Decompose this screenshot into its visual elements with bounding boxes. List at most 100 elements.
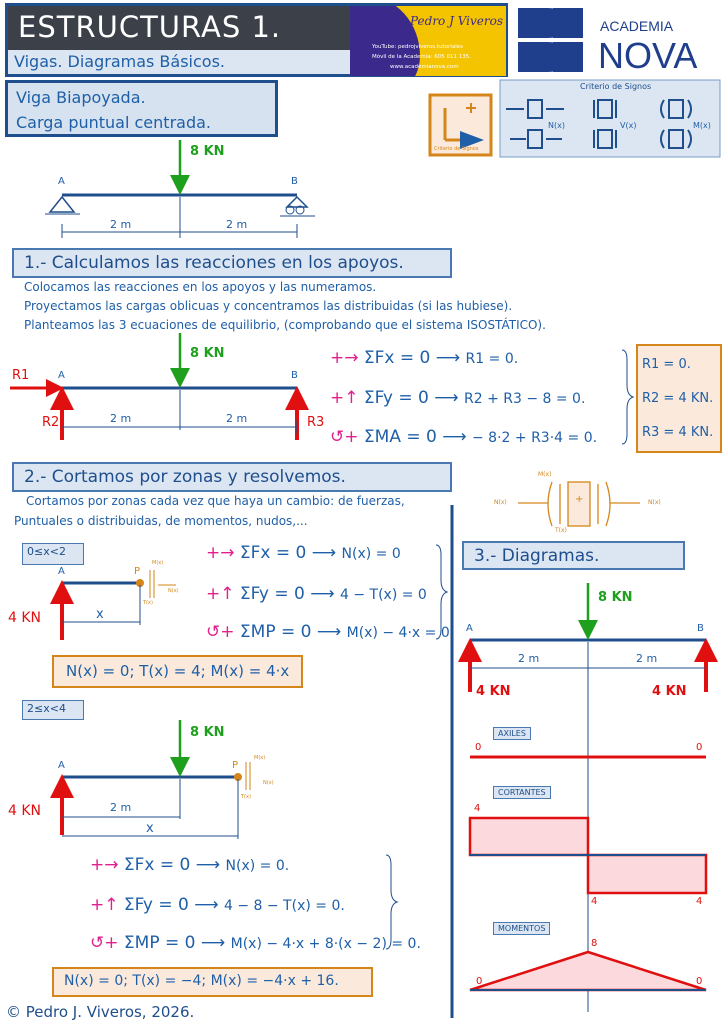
m-label: M(x) — [152, 560, 164, 566]
beam-2 — [10, 333, 635, 445]
sign-v: V(x) — [620, 121, 637, 130]
sign-icon: +↑ — [206, 584, 235, 604]
equation-rhs: N(x) = 0. — [225, 858, 290, 874]
sign-icon: +→ — [206, 543, 235, 563]
equation-fy: +↑ ΣFy = 0 ⟶ R2 + R3 − 8 = 0. — [330, 388, 585, 408]
point-p-label: P — [232, 760, 239, 771]
arrow-icon: ⟶ — [311, 543, 337, 563]
cortantes-left: 4 — [474, 803, 481, 814]
sign-criterion-icon — [428, 93, 491, 155]
span-1-label: 2 m — [518, 652, 540, 665]
zone2-eq-mp: ↺+ ΣMP = 0 ⟶ M(x) − 4·x + 8·(x − 2) = 0. — [90, 933, 421, 953]
reaction-label: 4 KN — [8, 803, 42, 819]
sign-icon: +↑ — [330, 388, 359, 408]
sign-m: M(x) — [693, 121, 711, 130]
arrow-icon: ⟶ — [435, 348, 461, 368]
equation-lhs: ΣMP = 0 — [239, 622, 312, 642]
section-sign-diagram — [518, 481, 640, 527]
t-label: T(x) — [143, 600, 153, 606]
point-a-label: A — [58, 566, 65, 577]
equation-lhs: ΣMP = 0 — [123, 933, 196, 953]
load-label: 8 KN — [190, 144, 225, 159]
cortantes-mid: 4 — [591, 896, 598, 907]
momentos-left: 0 — [476, 976, 483, 987]
page-title: ESTRUCTURAS 1. — [8, 6, 350, 50]
arrow-icon: ⟶ — [316, 622, 342, 642]
n-label: N(x) — [168, 588, 179, 594]
author-banner: Pedro J Viveros YouTube: pedrojviveros.t… — [350, 6, 506, 76]
arrow-icon: ⟶ — [194, 895, 219, 915]
page-subtitle: Vigas. Diagramas Básicos. — [14, 52, 225, 71]
equation-rhs: 4 − T(x) = 0 — [339, 587, 427, 603]
equation-lhs: ΣFy = 0 — [123, 895, 189, 915]
section-3-title: 3.- Diagramas. — [462, 541, 685, 570]
sign-icon: +→ — [330, 348, 359, 368]
equation-rhs: − 8·2 + R3·4 = 0. — [472, 430, 598, 446]
cortantes-label: CORTANTES — [493, 786, 551, 799]
x-label: x — [146, 821, 154, 836]
arrow-icon: ⟶ — [195, 855, 221, 875]
reactions-result-box: R1 = 0. R2 = 4 KN. R3 = 4 KN. — [636, 344, 722, 453]
support-b-label: B — [291, 176, 298, 187]
axiles-label: AXILES — [493, 727, 531, 740]
support-b-label: B — [697, 623, 704, 634]
section-2-text-2: Puntuales o distribuidas, de momentos, n… — [14, 514, 308, 528]
x-label: x — [96, 607, 104, 622]
zone2-diagram — [50, 720, 399, 950]
load-label: 8 KN — [190, 346, 225, 361]
equation-lhs: ΣFy = 0 — [239, 584, 305, 604]
sign-icon-caption: Criterio de Signos — [434, 146, 479, 152]
website-link[interactable]: www.academianova.com — [390, 64, 459, 70]
equation-rhs: R2 + R3 − 8 = 0. — [463, 391, 586, 407]
phone-text: Móvil de la Academia: 605 011 135. — [372, 54, 471, 60]
t-label: T(x) — [241, 794, 251, 800]
load-label: 8 KN — [190, 725, 225, 740]
zone2-eq-fy: +↑ ΣFy = 0 ⟶ 4 − 8 − T(x) = 0. — [90, 895, 345, 915]
load-label: 8 KN — [598, 590, 633, 605]
section-1-text-2: Proyectamos las cargas oblicuas y concen… — [24, 299, 513, 313]
logo-nova: NOVA — [598, 35, 698, 76]
sign-m-label: M(x) — [538, 471, 552, 478]
youtube-link[interactable]: YouTube: pedrojviveros.tutoriales — [372, 44, 464, 50]
arrow-icon: ⟶ — [442, 427, 467, 447]
support-a-label: A — [466, 623, 473, 634]
zone1-eq-fx: +→ ΣFx = 0 ⟶ N(x) = 0 — [206, 543, 401, 563]
r1-label: R1 — [12, 368, 30, 383]
zone1-result: N(x) = 0; T(x) = 4; M(x) = 4·x — [52, 655, 303, 688]
beam-1 — [45, 140, 315, 238]
momentos-label: MOMENTOS — [493, 922, 551, 935]
result-r1: R1 = 0. — [642, 357, 691, 372]
sign-plus: + — [575, 494, 584, 505]
momentos-peak: 8 — [591, 938, 598, 949]
axiles-right: 0 — [696, 742, 703, 753]
sign-n-label: N(x) — [494, 499, 507, 506]
span-label: 2 m — [110, 801, 132, 814]
arrow-icon: ⟶ — [200, 933, 226, 953]
equation-lhs: ΣFy = 0 — [363, 388, 429, 408]
zone1-eq-fy: +↑ ΣFy = 0 ⟶ 4 − T(x) = 0 — [206, 584, 427, 604]
sign-icon: ↺+ — [90, 933, 119, 953]
equation-rhs: 4 − 8 − T(x) = 0. — [223, 898, 345, 914]
span-2-label: 2 m — [226, 218, 248, 231]
n-label: N(x) — [263, 780, 274, 786]
support-a-label: A — [58, 176, 65, 187]
equation-rhs: M(x) − 4·x + 8·(x − 2) = 0. — [230, 936, 421, 952]
sign-icon: +→ — [90, 855, 119, 875]
sign-n-label: N(x) — [648, 499, 661, 506]
result-r2: R2 = 4 KN. — [642, 391, 714, 406]
equation-lhs: ΣMA = 0 — [363, 427, 437, 447]
span-1-label: 2 m — [110, 412, 132, 425]
equation-lhs: ΣFx = 0 — [123, 855, 191, 875]
copyright: © Pedro J. Viveros, 2026. — [6, 1003, 195, 1021]
sign-icon: +↑ — [90, 895, 119, 915]
result-r3: R3 = 4 KN. — [642, 425, 714, 440]
zone1-eq-mp: ↺+ ΣMP = 0 ⟶ M(x) − 4·x = 0 — [206, 622, 450, 642]
span-2-label: 2 m — [636, 652, 658, 665]
section-2-text-1: Cortamos por zonas cada vez que haya un … — [26, 494, 405, 508]
span-2-label: 2 m — [226, 412, 248, 425]
r2-label: R2 — [42, 415, 60, 430]
problem-box: Viga Biapoyada. Carga puntual centrada. — [5, 80, 278, 137]
sign-t-label: T(x) — [555, 527, 567, 534]
sign-icon: ↺+ — [330, 427, 359, 447]
